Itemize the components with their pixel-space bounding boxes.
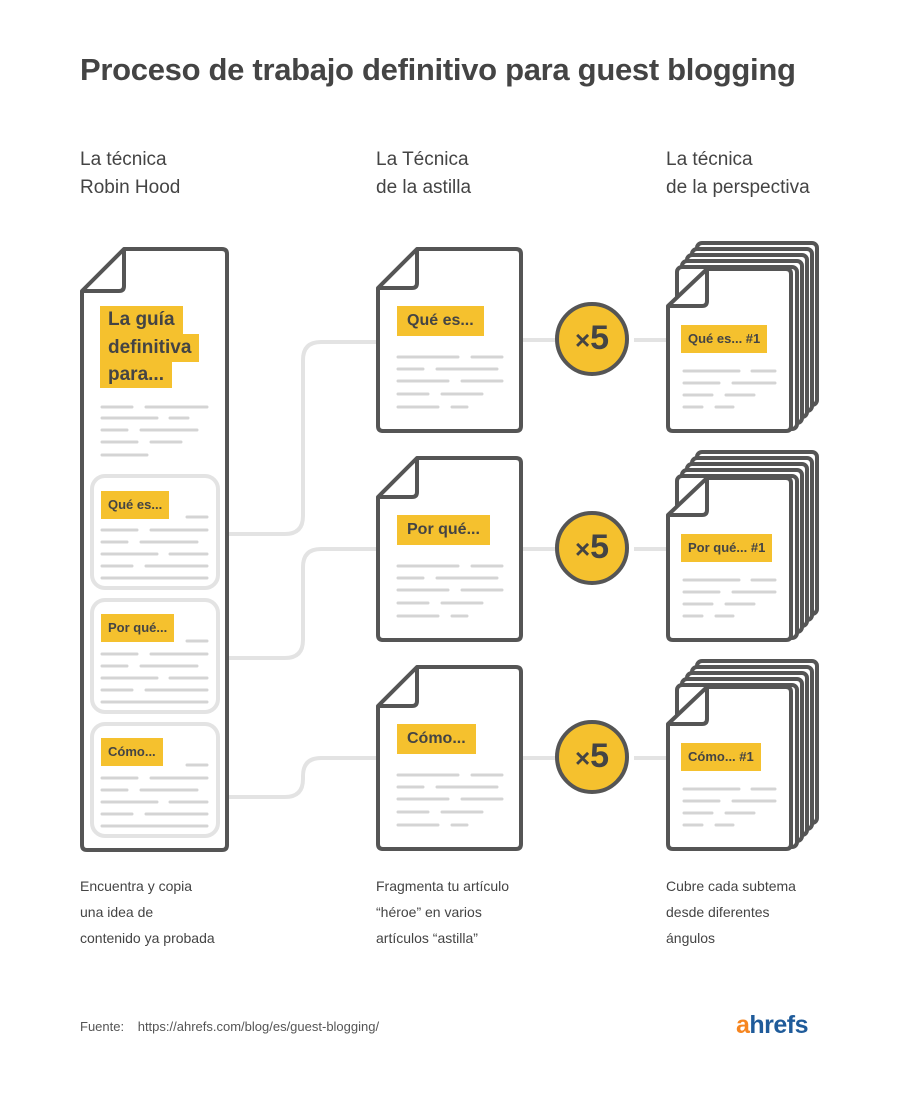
guide-title-line: definitiva	[100, 334, 200, 362]
heading-robin-hood: La técnica Robin Hood	[80, 146, 180, 202]
heading-line: La técnica	[80, 149, 167, 170]
caption-perspectiva: Cubre cada subtema desde diferentes ángu…	[666, 873, 796, 951]
multiplier-symbol: ×	[574, 325, 591, 355]
heading-line: La Técnica	[376, 149, 469, 170]
connector-line	[228, 340, 378, 536]
connector-line	[228, 756, 378, 799]
caption-line: Cubre cada subtema	[666, 878, 796, 894]
heading-perspectiva: La técnica de la perspectiva	[666, 146, 810, 202]
multiplier-badge: ×5	[555, 302, 629, 376]
perspective-tag-por-que: Por qué... #1	[681, 534, 773, 562]
heading-line: de la perspectiva	[666, 177, 810, 198]
section-box-por-que	[90, 598, 220, 714]
logo-rest: hrefs	[749, 1011, 809, 1039]
heading-line: La técnica	[666, 149, 753, 170]
splinter-document-que-es	[376, 247, 523, 433]
heading-astilla: La Técnica de la astilla	[376, 146, 471, 202]
caption-line: “héroe” en varios	[376, 904, 482, 920]
section-box-como	[90, 722, 220, 838]
caption-line: Fragmenta tu artículo	[376, 878, 510, 894]
heading-line: Robin Hood	[80, 177, 181, 198]
section-box-que-es	[90, 474, 220, 590]
guide-title-line: La guía	[100, 306, 183, 334]
section-tag-por-que: Por qué...	[101, 614, 175, 642]
ahrefs-logo: ahrefs	[736, 1011, 809, 1040]
section-tag-que-es: Qué es...	[101, 491, 170, 519]
guide-title-line: para...	[100, 362, 172, 388]
heading-line: de la astilla	[376, 177, 472, 198]
section-tag-como: Cómo...	[101, 738, 163, 766]
splinter-document-por-que	[376, 456, 523, 642]
multiplier-badge: ×5	[555, 511, 629, 585]
guide-document	[80, 247, 229, 852]
source-url[interactable]: https://ahrefs.com/blog/es/guest-bloggin…	[137, 1019, 380, 1034]
caption-astilla: Fragmenta tu artículo “héroe” en varios …	[376, 873, 509, 951]
caption-robin-hood: Encuentra y copia una idea de contenido …	[80, 873, 215, 951]
splinter-tag-como: Cómo...	[397, 724, 476, 754]
multiplier-symbol: ×	[574, 534, 591, 564]
caption-line: Encuentra y copia	[80, 878, 193, 894]
caption-line: una idea de	[80, 904, 154, 920]
splinter-document-como	[376, 665, 523, 851]
caption-line: desde diferentes	[666, 904, 770, 920]
caption-line: ángulos	[666, 930, 716, 946]
splinter-tag-que-es: Qué es...	[397, 306, 484, 336]
multiplier-value: 5	[590, 319, 610, 357]
caption-line: artículos “astilla”	[376, 930, 478, 946]
multiplier-symbol: ×	[574, 743, 591, 773]
connector-line	[228, 547, 378, 660]
source-credit: Fuente: https://ahrefs.com/blog/es/guest…	[80, 1019, 379, 1034]
multiplier-value: 5	[590, 528, 610, 566]
source-label: Fuente:	[80, 1019, 125, 1034]
page-title: Proceso de trabajo definitivo para guest…	[80, 52, 796, 87]
multiplier-value: 5	[590, 737, 610, 775]
splinter-tag-por-que: Por qué...	[397, 515, 490, 545]
logo-first-letter: a	[736, 1011, 750, 1039]
perspective-tag-que-es: Qué es... #1	[681, 325, 768, 353]
caption-line: contenido ya probada	[80, 930, 215, 946]
multiplier-badge: ×5	[555, 720, 629, 794]
connector-lines	[228, 338, 668, 799]
perspective-tag-como: Cómo... #1	[681, 743, 761, 771]
